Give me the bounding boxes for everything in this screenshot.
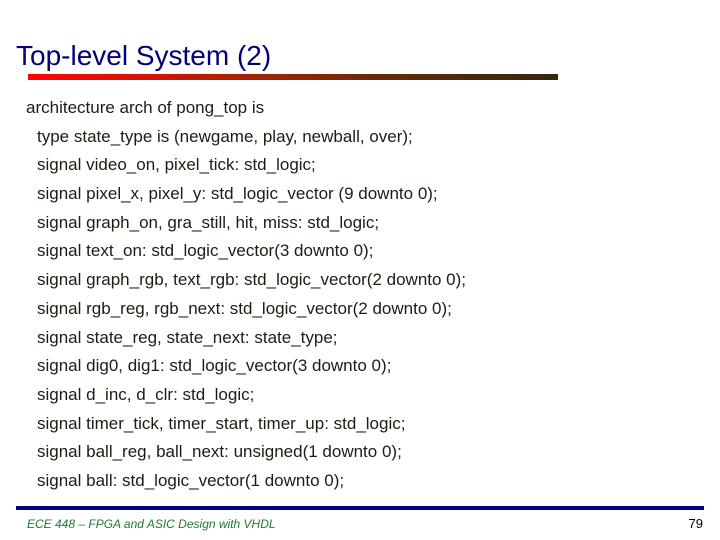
code-line: signal ball_reg, ball_next: unsigned(1 d… (37, 442, 402, 462)
code-line: signal ball: std_logic_vector(1 downto 0… (37, 470, 345, 490)
title-gradient-divider (28, 74, 558, 80)
code-line: signal dig0, dig1: std_logic_vector(3 do… (37, 356, 392, 376)
code-line: type state_type is (newgame, play, newba… (37, 126, 413, 146)
page-number: 79 (688, 516, 703, 531)
code-line: signal d_inc, d_clr: std_logic; (37, 384, 255, 404)
code-line: architecture arch of pong_top is (26, 98, 265, 117)
code-line: signal graph_on, gra_still, hit, miss: s… (37, 212, 380, 232)
footer-divider (16, 506, 704, 510)
code-line: signal rgb_reg, rgb_next: std_logic_vect… (37, 298, 452, 318)
code-line: signal graph_rgb, text_rgb: std_logic_ve… (37, 270, 467, 290)
code-line: signal video_on, pixel_tick: std_logic; (37, 155, 316, 175)
code-line: signal state_reg, state_next: state_type… (37, 327, 338, 347)
page-title: Top-level System (2) (16, 39, 272, 71)
footer-course-label: ECE 448 – FPGA and ASIC Design with VHDL (27, 517, 276, 531)
code-line: signal timer_tick, timer_start, timer_up… (37, 413, 406, 433)
code-line: signal text_on: std_logic_vector(3 downt… (37, 241, 374, 261)
code-line: signal pixel_x, pixel_y: std_logic_vecto… (37, 184, 438, 204)
code-listing: architecture arch of pong_top is type sta… (26, 94, 686, 496)
